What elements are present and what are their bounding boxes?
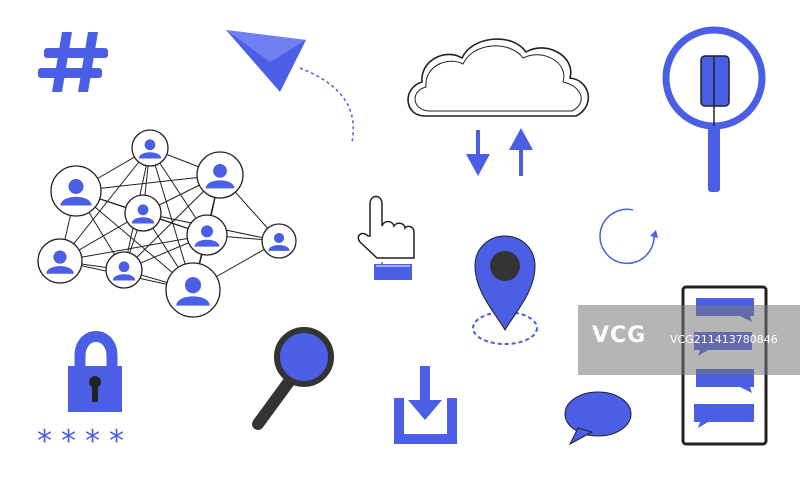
hand-pointer-icon	[357, 195, 415, 280]
hashtag-icon	[38, 32, 108, 92]
user-network-icon	[37, 129, 297, 318]
lock-icon	[68, 331, 122, 412]
user-avatar-icon	[105, 251, 143, 289]
magnifying-glass-icon	[252, 327, 334, 430]
user-avatar-icon	[261, 223, 297, 259]
download-icon	[394, 366, 457, 444]
password-mask: ****	[37, 424, 133, 459]
user-avatar-icon	[131, 129, 169, 167]
user-avatar-icon	[186, 214, 228, 256]
user-avatar-icon	[37, 238, 83, 284]
user-avatar-icon	[196, 151, 244, 199]
paper-plane-icon	[226, 30, 355, 143]
watermark-id: VCG211413780846	[670, 333, 778, 346]
search-magnifier-icon	[662, 26, 766, 192]
user-avatar-icon	[165, 262, 221, 318]
location-pin-icon	[472, 235, 538, 345]
watermark-logo: VCG	[592, 323, 647, 348]
cloud-sync-icon	[407, 38, 590, 176]
user-avatar-icon	[124, 194, 162, 232]
chat-bubble-icon	[564, 391, 632, 446]
watermark: VCG VCG211413780846	[578, 305, 800, 375]
user-avatar-icon	[50, 165, 102, 217]
refresh-icon	[599, 208, 658, 265]
